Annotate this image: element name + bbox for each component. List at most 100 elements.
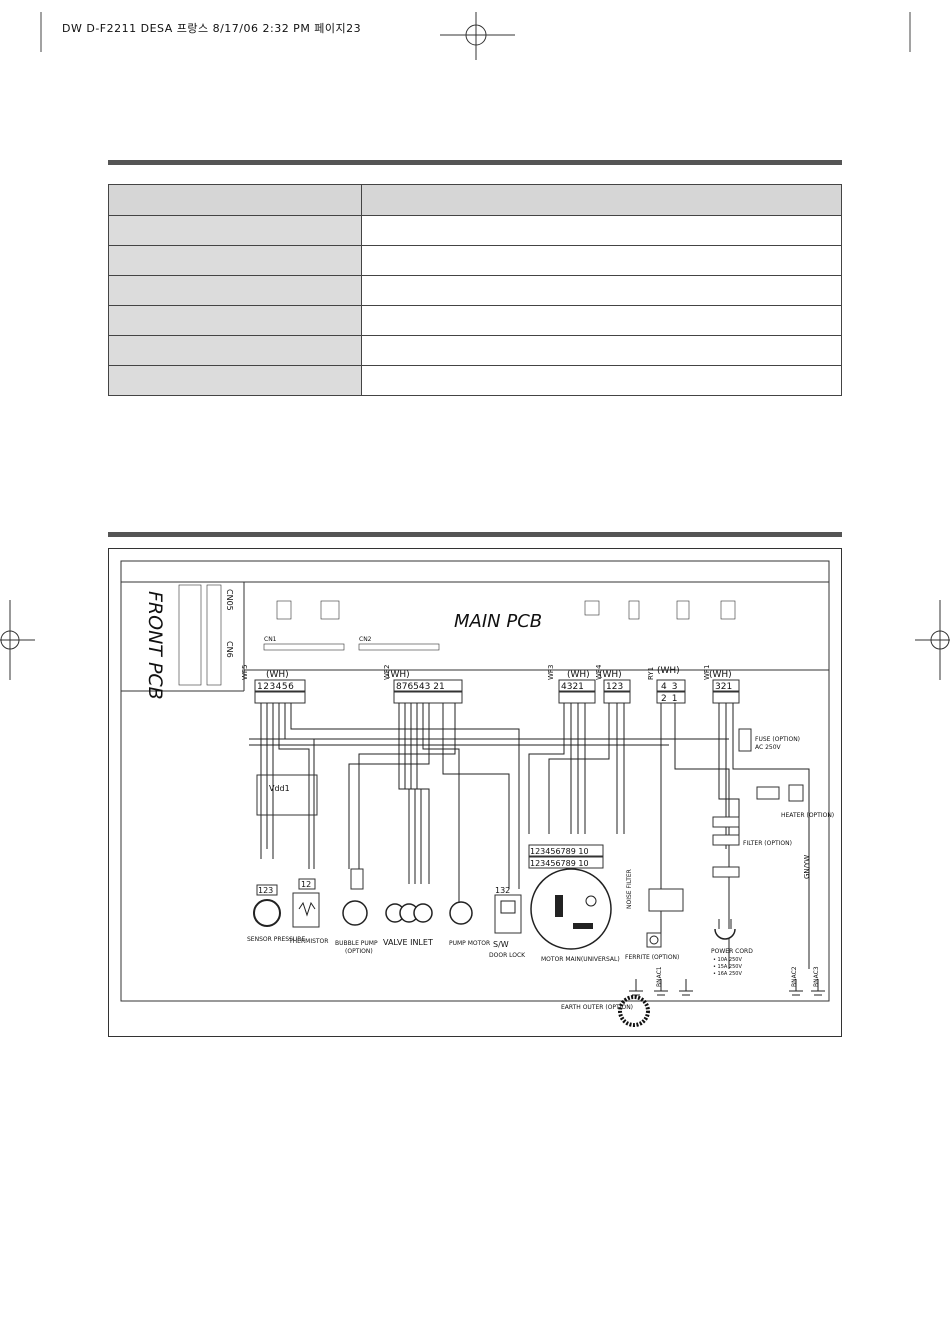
wf4-label: WF4 <box>595 664 603 680</box>
print-info-header: DW D-F2211 DESA 프랑스 8/17/06 2:32 PM 페이지2… <box>62 22 362 35</box>
table-cell-value <box>361 305 842 336</box>
pump-motor-label: PUMP MOTOR <box>449 940 490 947</box>
filter-component: FILTER (OPTION) <box>712 816 792 878</box>
thermistor-label: THERMISTOR <box>288 938 328 945</box>
wf1-label: WF1 <box>703 665 711 680</box>
bnac3-label: BNAC3 <box>813 966 820 987</box>
table-cell-value <box>361 245 842 276</box>
sensor-pins: 123 <box>258 886 273 895</box>
wf2-pins: 876543 21 <box>396 682 445 692</box>
wf3-label: WF3 <box>547 665 555 680</box>
valve-inlet: VALVE INLET <box>383 903 433 947</box>
wf5-connector: (WH) 123456 WF5 <box>241 665 306 704</box>
wh-label: (WH) <box>709 670 732 680</box>
power-cord-rating-3: • 16A 250V <box>713 971 742 977</box>
thermistor: 12 THERMISTOR <box>288 878 328 945</box>
table-row <box>108 275 842 306</box>
wh-label: (WH) <box>599 670 622 680</box>
gn-yw-label: GN/YW <box>803 855 811 879</box>
table-cell-value <box>361 184 842 216</box>
power-cord: POWER CORD • 10A 250V • 15A 250V • 16A 2… <box>711 919 753 977</box>
ry1-pins-bot: 21 <box>661 694 682 704</box>
wiring-diagram: FRONT PCB CN05 CN6 MAIN PCB CN1 CN2 (WH)… <box>120 560 834 1027</box>
bnac2-label: BNAC2 <box>791 966 798 987</box>
ferrite: FERRITE (OPTION) <box>625 932 679 961</box>
table-cell-label <box>108 365 362 396</box>
table-row <box>108 215 842 246</box>
wire-harness <box>249 703 810 969</box>
table-cell-value <box>361 335 842 366</box>
wf5-pins: 123456 <box>257 682 294 692</box>
fuse-component: FUSE (OPTION) AC 250V <box>738 728 800 752</box>
door-lock-label: DOOR LOCK <box>489 952 526 959</box>
power-cord-rating-1: • 10A 250V <box>713 957 742 963</box>
noise-filter-label: NOISE FILTER <box>626 869 633 909</box>
table-row <box>108 245 842 276</box>
bubble-pump-label: BUBBLE PUMP <box>335 940 378 947</box>
sensor-pressure-label: SENSOR PRESSURE <box>247 936 305 943</box>
table-cell-label <box>108 335 362 366</box>
table-cell-label <box>108 184 362 216</box>
wf5-label: WF5 <box>241 665 249 680</box>
motor-pins-bot: 123456789 10 <box>530 859 589 868</box>
wf1-pins: 321 <box>715 682 732 692</box>
main-pcb: MAIN PCB CN1 CN2 <box>243 581 830 671</box>
cn1-label: CN1 <box>264 636 277 643</box>
filter-label: FILTER (OPTION) <box>743 840 792 847</box>
wf3-pins: 4321 <box>561 682 584 692</box>
wh-label: (WH) <box>266 670 289 680</box>
crosshair-left-icon <box>0 600 35 680</box>
ry1-label: RY1 <box>647 667 655 680</box>
table-cell-label <box>108 215 362 246</box>
section-rule-top <box>108 160 842 165</box>
section-rule-diagram <box>108 532 842 537</box>
sw-label: S/W <box>493 940 509 949</box>
table-cell-label <box>108 245 362 276</box>
wf4-pins: 123 <box>606 682 623 692</box>
noise-filter: NOISE FILTER <box>626 869 684 912</box>
crosshair-top-icon <box>440 12 515 60</box>
thermistor-pins: 12 <box>301 880 311 889</box>
ry1-connector: (WH) 43 21 RY1 <box>647 666 686 704</box>
heater-label: HEATER (OPTION) <box>781 812 834 819</box>
table-cell-value <box>361 275 842 306</box>
table-row <box>108 335 842 366</box>
door-lock-switch: 132 S/W DOOR LOCK <box>489 886 526 959</box>
heater-component: HEATER (OPTION) <box>756 784 834 819</box>
table-cell-label <box>108 275 362 306</box>
wh-label: (WH) <box>567 670 590 680</box>
table-cell-value <box>361 215 842 246</box>
valve-inlet-label: VALVE INLET <box>383 938 433 947</box>
ferrite-label: FERRITE (OPTION) <box>625 954 679 961</box>
wf2-label: WF2 <box>383 665 391 680</box>
motor-pins-top: 123456789 10 <box>530 847 589 856</box>
wf2-connector: (WH) 876543 21 WF2 <box>383 665 463 704</box>
earth-outer-label: EARTH OUTER (OPTION) <box>561 1004 633 1011</box>
front-pcb-label: FRONT PCB <box>144 591 166 700</box>
ground-terminals <box>629 979 825 996</box>
spec-table <box>108 184 842 396</box>
table-row <box>108 365 842 396</box>
bnac1-label: BNAC1 <box>656 966 663 987</box>
bubble-pump-option: (OPTION) <box>345 948 373 955</box>
fuse-rating: AC 250V <box>755 744 782 751</box>
wh-label: (WH) <box>387 670 410 680</box>
table-cell-value <box>361 365 842 396</box>
bubble-pump: BUBBLE PUMP (OPTION) <box>335 868 378 955</box>
sensor-pressure: 123 SENSOR PRESSURE <box>247 884 305 943</box>
fuse-label: FUSE (OPTION) <box>755 736 800 743</box>
front-pcb-connector-strips <box>178 584 222 686</box>
table-row <box>108 184 842 216</box>
cn2-label: CN2 <box>359 636 372 643</box>
motor-main: 123456789 10 123456789 10 MOTOR MAIN(UNI… <box>528 844 620 963</box>
pump-motor: PUMP MOTOR <box>449 901 490 947</box>
table-row <box>108 305 842 336</box>
cn6-label: CN6 <box>225 641 234 658</box>
motor-main-label: MOTOR MAIN(UNIVERSAL) <box>541 956 620 963</box>
cn05-label: CN05 <box>225 589 234 611</box>
wf3-connector: (WH) 4321 WF3 <box>547 665 596 704</box>
power-cord-rating-2: • 15A 250V <box>713 964 742 970</box>
crosshair-right-icon <box>915 600 950 680</box>
wh-label: (WH) <box>657 666 680 676</box>
main-pcb-label: MAIN PCB <box>454 611 542 632</box>
